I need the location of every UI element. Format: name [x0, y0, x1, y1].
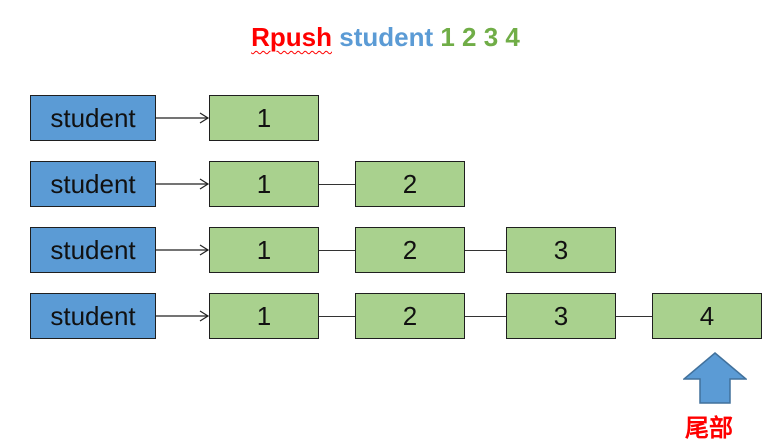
up-arrow-icon [683, 352, 747, 404]
row-4-link-1 [319, 316, 355, 317]
diagram-title: Rpush student 1 2 3 4 [0, 22, 771, 53]
row-4-node-1: 1 [209, 293, 319, 339]
row-3-pointer-arrow-icon [156, 244, 210, 256]
title-key: student [339, 22, 434, 52]
row-3-link-2 [465, 250, 506, 251]
row-4-node-2: 2 [355, 293, 465, 339]
row-4-node-4: 4 [652, 293, 762, 339]
row-3-node-3: 3 [506, 227, 616, 273]
row-1-pointer-arrow-icon [156, 112, 210, 124]
row-4-link-2 [465, 316, 506, 317]
title-values: 1 2 3 4 [440, 22, 520, 52]
row-4-link-3 [616, 316, 652, 317]
row-2-node-2: 2 [355, 161, 465, 207]
row-3-node-1: 1 [209, 227, 319, 273]
row-1-key: student [30, 95, 156, 141]
row-2-key: student [30, 161, 156, 207]
row-2-pointer-arrow-icon [156, 178, 210, 190]
row-1-node-1: 1 [209, 95, 319, 141]
row-3-link-1 [319, 250, 355, 251]
row-4-node-3: 3 [506, 293, 616, 339]
row-3-node-2: 2 [355, 227, 465, 273]
title-command: Rpush [251, 22, 332, 52]
row-4-pointer-arrow-icon [156, 310, 210, 322]
row-2-link-1 [319, 184, 355, 185]
row-4-key: student [30, 293, 156, 339]
row-3-key: student [30, 227, 156, 273]
row-2-node-1: 1 [209, 161, 319, 207]
tail-label: 尾部 [685, 415, 733, 442]
